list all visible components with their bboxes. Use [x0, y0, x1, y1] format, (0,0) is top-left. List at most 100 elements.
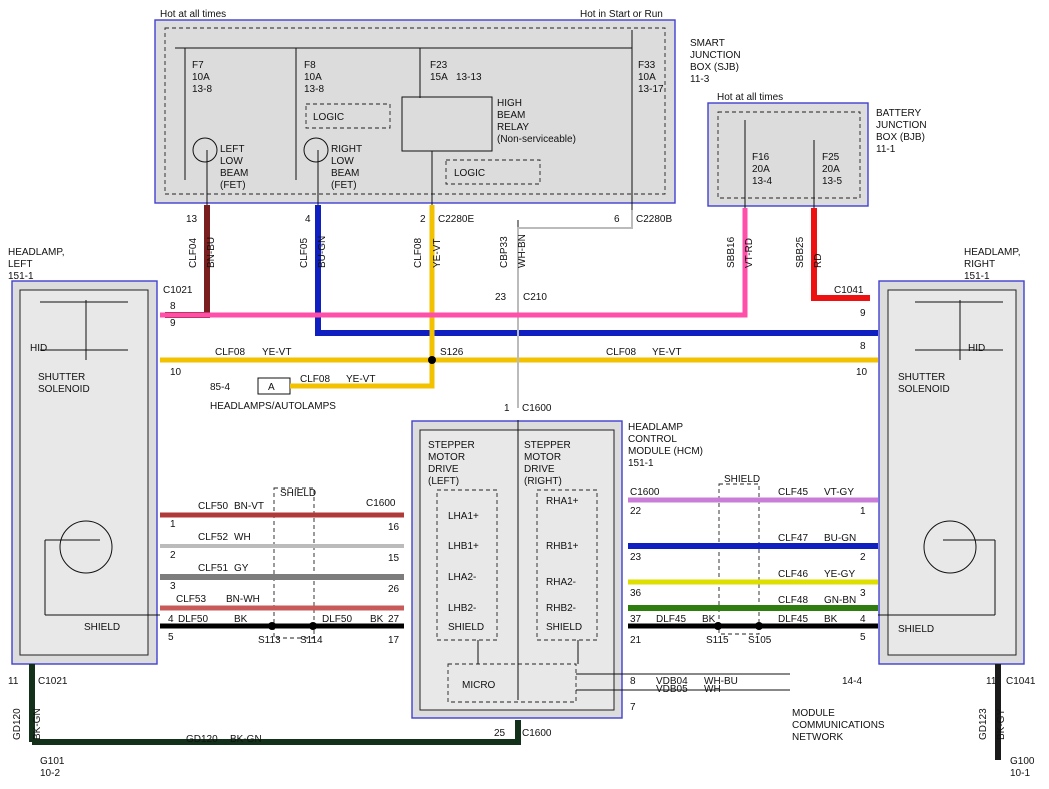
label-clf46: CLF46: [778, 569, 808, 580]
label-p11r: 11: [986, 676, 997, 687]
label-lp5: 5: [168, 632, 174, 643]
label-wh-bn: WH-BN: [517, 234, 528, 268]
label-l10: 10: [170, 367, 182, 378]
label-cbp33: CBP33: [499, 236, 510, 268]
label-p2: 2: [420, 214, 426, 225]
label-bjb-3: BOX (BJB): [876, 132, 925, 143]
label-sjb-1: SMART: [690, 38, 725, 49]
label-wh: WH: [234, 532, 251, 543]
label-lha2: LHA2-: [448, 572, 476, 583]
label-bkgy-v: BK-GY: [996, 709, 1007, 740]
label-rp1: 1: [860, 506, 866, 517]
label-f25-2: 20A: [822, 164, 840, 175]
label-gy: GY: [234, 563, 249, 574]
label-s114: S114: [300, 635, 323, 646]
label-lha1: LHA1+: [448, 511, 479, 522]
label-f16-3: 13-4: [752, 176, 772, 187]
network-leads: [576, 673, 790, 691]
label-gd123v: GD123: [978, 708, 989, 740]
label-sbb16: SBB16: [726, 236, 737, 268]
label-hl-r-1: HEADLAMP,: [964, 247, 1021, 258]
label-l8: 8: [170, 301, 176, 312]
label-rlb-3: BEAM: [331, 168, 359, 179]
label-rd: RD: [813, 254, 824, 268]
label-sml-2: MOTOR: [428, 452, 465, 463]
label-logic2: LOGIC: [454, 168, 485, 179]
label-llb-4: (FET): [220, 180, 246, 191]
label-bjb-1: BATTERY: [876, 108, 922, 119]
label-r9: 9: [860, 308, 866, 319]
label-shield-r: SHIELD: [724, 474, 760, 485]
wire-clf08-auto: [290, 360, 435, 389]
label-bkb: BK: [370, 614, 384, 625]
bjb-inner-outline: [717, 111, 861, 199]
label-rh22: 22: [630, 506, 642, 517]
label-mcn-2: COMMUNICATIONS: [792, 720, 885, 731]
label-rhb1: RHB1+: [546, 541, 579, 552]
label-logic1: LOGIC: [313, 112, 344, 123]
label-hl-r-2: RIGHT: [964, 259, 995, 270]
label-bkd: BK: [824, 614, 838, 625]
label-g101ref: 10-2: [40, 768, 60, 779]
label-smr-3: DRIVE: [524, 464, 555, 475]
label-f8-2: 10A: [304, 72, 322, 83]
label-f16-1: F16: [752, 152, 770, 163]
label-smr-1: STEPPER: [524, 440, 571, 451]
label-f25-3: 13-5: [822, 176, 842, 187]
label-rlb-2: LOW: [331, 156, 354, 167]
label-f7-3: 13-8: [192, 84, 212, 95]
label-clf04: CLF04: [188, 238, 199, 268]
splice-s115: [714, 622, 722, 630]
label-yevt-b: YE-VT: [652, 347, 681, 358]
label-clf08-b: CLF08: [606, 347, 636, 358]
label-rh23: 23: [630, 552, 642, 563]
label-bu-gn: BU-GN: [317, 236, 328, 268]
label-hid-l: HID: [30, 343, 47, 354]
label-vt-rd: VT-RD: [744, 238, 755, 268]
label-bkgn-h: BK-GN: [230, 734, 262, 745]
label-hl-l-3: 151-1: [8, 271, 34, 282]
label-clf53: CLF53: [176, 594, 206, 605]
label-yevt-a: YE-VT: [262, 347, 291, 358]
label-f25-1: F25: [822, 152, 840, 163]
label-clf08-a: CLF08: [215, 347, 245, 358]
label-c210: C210: [523, 292, 547, 303]
label-llb-3: BEAM: [220, 168, 248, 179]
label-lh27: 27: [388, 614, 400, 625]
label-s126: S126: [440, 347, 464, 358]
micro-outline: [447, 663, 577, 703]
label-rp5: 5: [860, 632, 866, 643]
label-ss-l-2: SOLENOID: [38, 384, 90, 395]
fuse-branches: [184, 30, 815, 210]
label-rp4: 4: [860, 614, 866, 625]
battery-junction-box: [707, 102, 869, 207]
left-stepper-motor: [59, 520, 113, 574]
label-f23-2: 15A: [430, 72, 448, 83]
label-rha2: RHA2-: [546, 577, 576, 588]
label-dlf45b: DLF45: [778, 614, 808, 625]
splice-s126: [428, 356, 436, 364]
wire-sbb25: [811, 208, 870, 301]
label-c2280e: C2280E: [438, 214, 474, 225]
label-micro: MICRO: [462, 680, 496, 691]
wire-clf05: [315, 205, 878, 336]
label-f33-1: F33: [638, 60, 656, 71]
label-sjb-4: 11-3: [690, 74, 710, 85]
left-low-beam-fet: [192, 137, 218, 163]
label-rp3: 3: [860, 588, 866, 599]
label-hcm-3: MODULE (HCM): [628, 446, 703, 457]
label-c1021-top: C1021: [163, 285, 193, 296]
wire-gd120-h: [32, 720, 521, 745]
label-l9: 9: [170, 318, 176, 329]
label-f7-2: 10A: [192, 72, 210, 83]
label-smr-2: MOTOR: [524, 452, 561, 463]
label-ss-r-2: SOLENOID: [898, 384, 950, 395]
label-lhb1: LHB1+: [448, 541, 479, 552]
label-bnwh: BN-WH: [226, 594, 260, 605]
label-p23: 23: [495, 292, 507, 303]
label-f8-1: F8: [304, 60, 316, 71]
label-sbb25: SBB25: [795, 236, 806, 268]
label-f33-2: 10A: [638, 72, 656, 83]
label-dlf50b: DLF50: [322, 614, 352, 625]
label-r8: 8: [860, 341, 866, 352]
